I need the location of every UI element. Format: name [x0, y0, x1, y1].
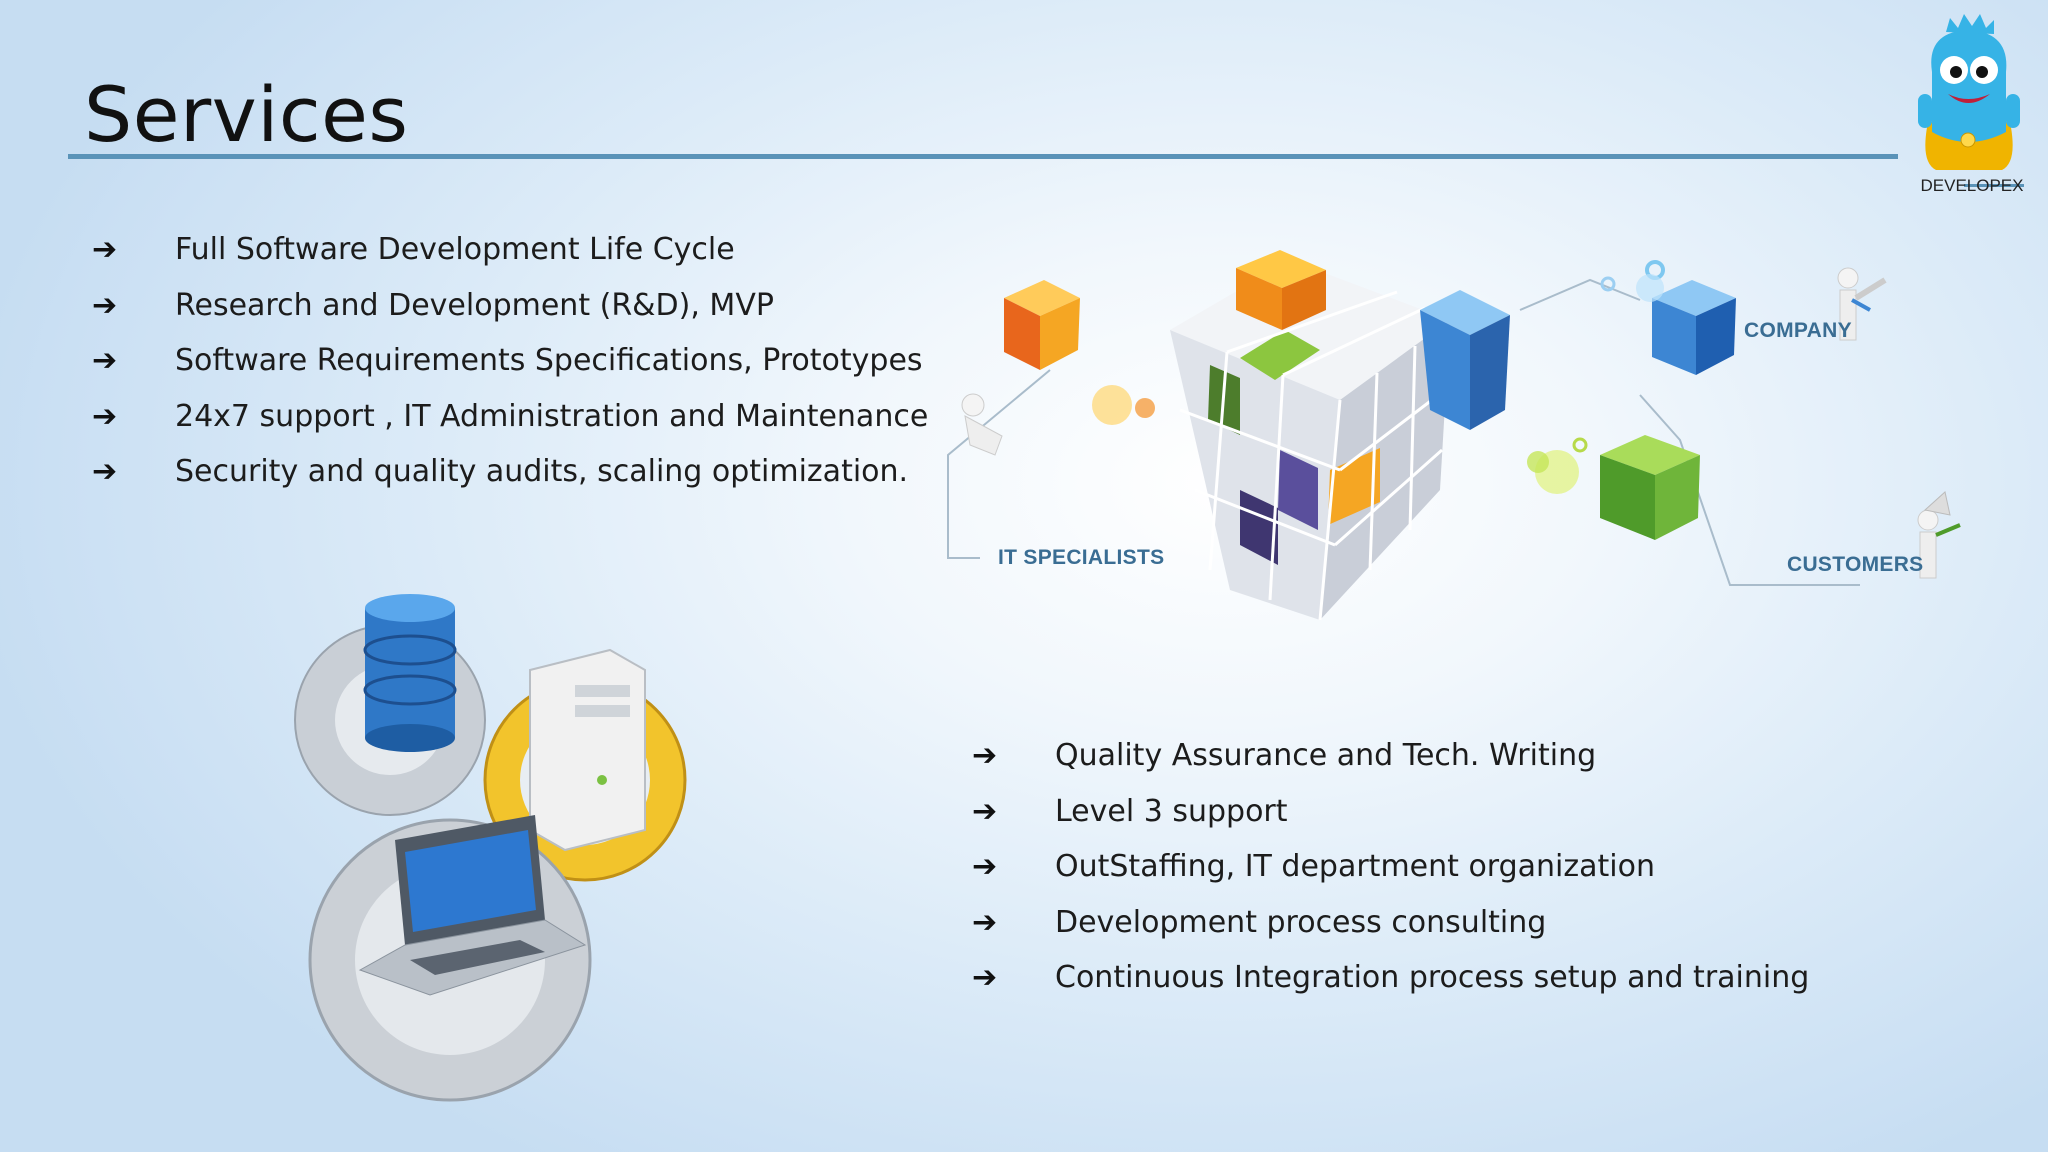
arrow-right-icon: ➔	[972, 960, 998, 995]
arrow-right-icon: ➔	[92, 398, 118, 434]
list-item-text: OutStaffing, IT department organization	[1055, 849, 1655, 884]
logo-text: DEVELOPEX	[1920, 176, 2024, 195]
list-item-text: Quality Assurance and Tech. Writing	[1055, 738, 1597, 773]
arrow-right-icon: ➔	[972, 738, 998, 773]
developex-logo	[1918, 14, 2024, 187]
list-item-text: Full Software Development Life Cycle	[175, 232, 735, 267]
list-item-text: 24x7 support , IT Administration and Mai…	[175, 398, 929, 434]
arrow-right-icon: ➔	[92, 343, 118, 378]
list-item-text: Level 3 support	[1055, 793, 1288, 829]
title-underline	[68, 154, 1898, 159]
arrow-right-icon: ➔	[972, 849, 998, 884]
label-customers: CUSTOMERS	[1787, 553, 1924, 576]
arrow-right-icon: ➔	[92, 287, 118, 323]
list-item-text: Security and quality audits, scaling opt…	[175, 454, 909, 489]
list-item-text: Software Requirements Specifications, Pr…	[175, 343, 923, 378]
cube-network-illustration	[947, 250, 1961, 621]
list-item-text: Research and Development (R&D), MVP	[175, 287, 774, 323]
arrow-right-icon: ➔	[92, 232, 118, 267]
slide-title: Services	[84, 70, 409, 159]
label-it-specialists: IT SPECIALISTS	[998, 546, 1165, 569]
arrow-right-icon: ➔	[972, 793, 998, 829]
arrow-right-icon: ➔	[92, 454, 118, 489]
list-item-text: Development process consulting	[1055, 904, 1547, 940]
gears-servers-illustration	[294, 594, 687, 1102]
arrow-right-icon: ➔	[972, 904, 998, 940]
label-company: COMPANY	[1744, 319, 1852, 342]
list-item-text: Continuous Integration process setup and…	[1055, 960, 1810, 995]
